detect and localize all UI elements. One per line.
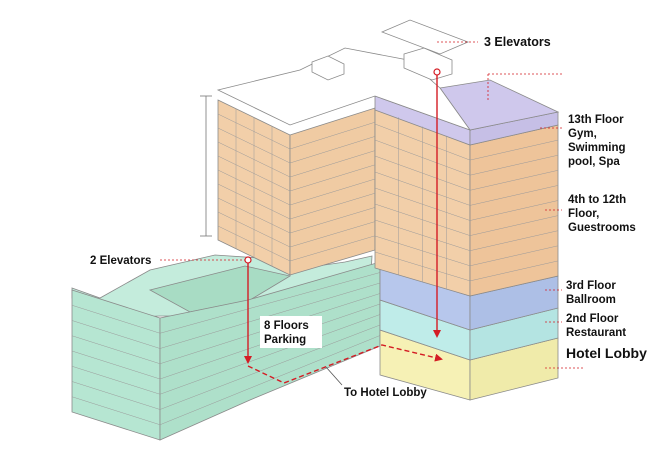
label-swimming: Swimming [568, 142, 626, 154]
label-pool-spa: pool, Spa [568, 156, 620, 168]
route-to-hotel-lobby [247, 344, 443, 384]
label-8-floors: 8 Floors [264, 320, 309, 332]
rooftop-structure-a [311, 55, 345, 81]
parking-deck-line [71, 381, 161, 410]
podium [379, 267, 559, 401]
tower-floor-line [469, 245, 559, 267]
elevator-paths [244, 68, 443, 386]
leader-lines [160, 41, 584, 369]
leader-to-hotel-lobby [325, 366, 343, 386]
parking-deck-line [71, 366, 161, 395]
label-13th-floor: 13th Floor [568, 114, 624, 126]
tower-elevator-origin [433, 68, 441, 76]
tower-floor-line [289, 150, 376, 178]
label-ballroom: Ballroom [566, 294, 616, 306]
label-guestrooms: Guestrooms [568, 222, 636, 234]
parking-deck-line [159, 272, 381, 334]
label-restaurant: Restaurant [566, 327, 626, 339]
tower-floor-line [469, 170, 559, 191]
tower-floor-line [469, 200, 559, 221]
parking-deck-line [71, 305, 161, 334]
tower-floor-line [469, 215, 559, 236]
tower-floor-line [469, 230, 559, 251]
tower-floor-line [289, 192, 376, 220]
parking-deck-line [159, 314, 381, 395]
tower-floor-line [469, 260, 559, 282]
tower-floor-line [469, 139, 559, 161]
label-parking: Parking [264, 334, 306, 346]
label-2-elevators: 2 Elevators [90, 255, 151, 267]
parking-label-box [260, 316, 322, 348]
label-4th-to-12th: 4th to 12th [568, 194, 626, 206]
parking-deck-line [71, 320, 161, 349]
tower-floor-line [469, 154, 559, 176]
parking-deck-line [71, 350, 161, 380]
tower-floor-line [289, 221, 376, 248]
parking-elevator-origin [244, 256, 252, 264]
tower-floor-line [289, 164, 376, 192]
parking-deck-line [71, 335, 161, 364]
parking-deck-line [159, 324, 381, 410]
label-hotel-lobby: Hotel Lobby [566, 345, 647, 361]
guestroom-south-face [289, 107, 376, 276]
tower-floor-line [289, 235, 376, 262]
tower-floor-line [289, 121, 376, 150]
label-to-hotel-lobby: To Hotel Lobby [344, 387, 427, 399]
parking-deck-line [159, 282, 381, 349]
parking-deck-line [159, 335, 381, 425]
tower-floor-line [469, 185, 559, 206]
label-3rd-floor: 3rd Floor [566, 280, 616, 292]
tower-floor-line [289, 207, 376, 234]
labels: 3 Elevators 13th Floor Gym, Swimming poo… [90, 35, 647, 399]
label-3-elevators: 3 Elevators [484, 35, 551, 49]
label-2nd-floor: 2nd Floor [566, 313, 619, 325]
label-floor: Floor, [568, 208, 599, 220]
parking-garage [71, 254, 381, 441]
tower-floor-line [289, 136, 376, 164]
label-gym: Gym, [568, 128, 597, 140]
tower-floor-lines [217, 108, 559, 289]
parking-deck-line [71, 396, 161, 425]
parking-ramp-face [148, 265, 292, 313]
tower [200, 19, 560, 297]
tower-floor-line [289, 178, 376, 206]
rooftop-canopy [380, 19, 470, 55]
